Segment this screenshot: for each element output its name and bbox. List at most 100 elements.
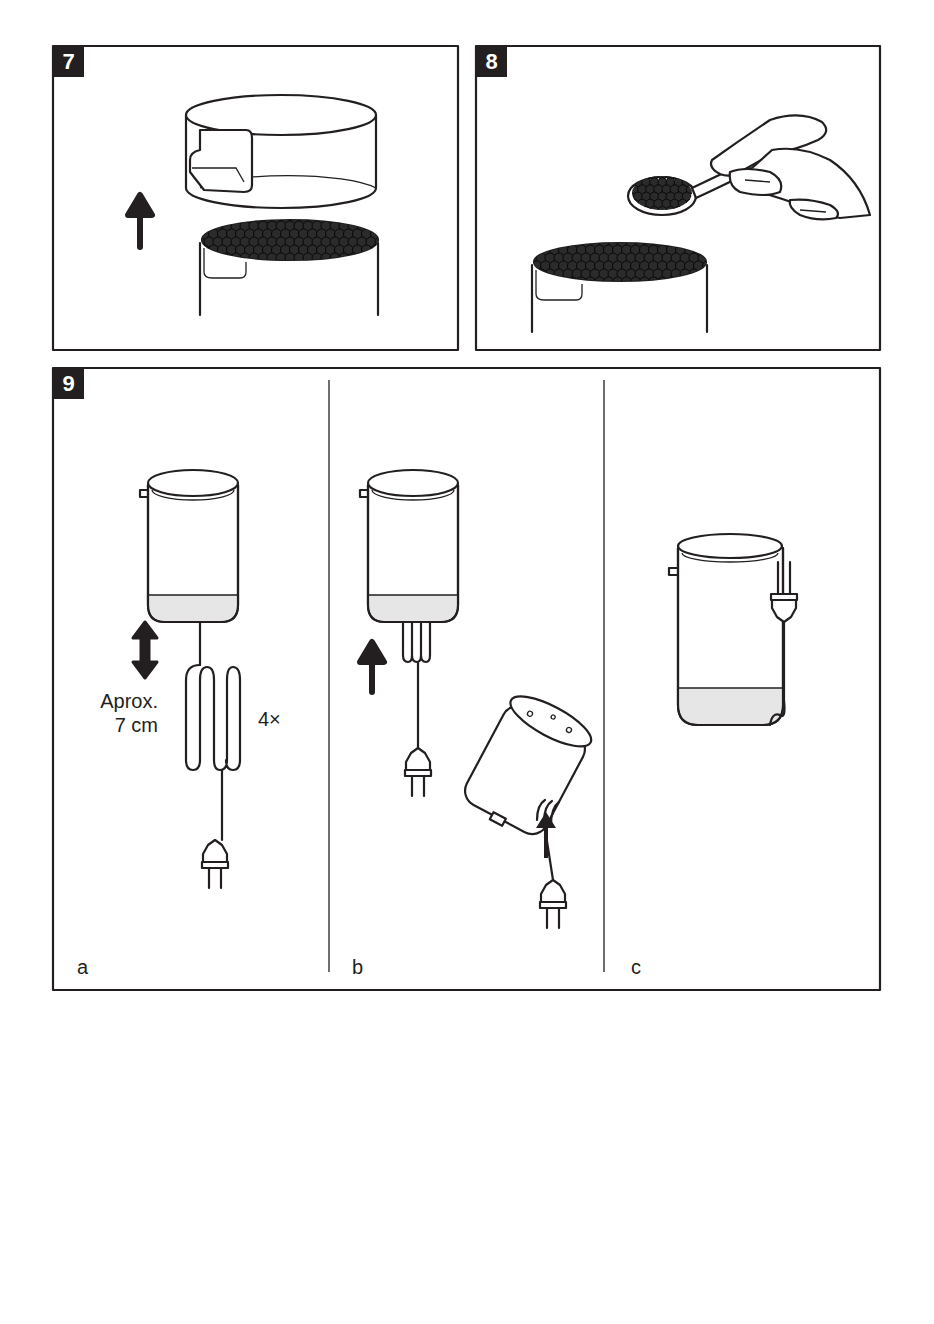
bean <box>685 277 695 287</box>
grinder-tilted <box>457 687 597 844</box>
container <box>523 237 713 332</box>
bean <box>680 269 690 279</box>
bean <box>541 277 551 287</box>
bean <box>626 207 635 216</box>
bean <box>631 277 641 287</box>
bean <box>545 269 555 279</box>
step-number-badge: 7 <box>53 46 84 77</box>
grinder <box>140 470 238 622</box>
bean <box>375 221 385 231</box>
bean <box>586 277 596 287</box>
cord <box>770 622 785 725</box>
bean <box>222 253 232 263</box>
bean <box>285 253 295 263</box>
hand <box>711 115 870 219</box>
bean <box>682 207 691 216</box>
bean <box>213 253 223 263</box>
step-number: 9 <box>62 371 74 397</box>
bean <box>195 237 205 247</box>
lid <box>186 95 376 208</box>
bean <box>667 277 677 287</box>
up-arrow <box>360 642 384 692</box>
step-number-badge: 9 <box>53 368 84 399</box>
bean <box>658 207 667 216</box>
bean <box>642 207 651 216</box>
bean <box>621 185 630 194</box>
bean <box>527 237 537 247</box>
bean <box>626 178 635 187</box>
bean <box>554 269 564 279</box>
bean <box>375 253 385 263</box>
bean <box>678 199 687 208</box>
step-number: 7 <box>62 49 74 75</box>
bean <box>303 253 313 263</box>
bean <box>689 269 699 279</box>
bean <box>200 213 210 223</box>
bean <box>545 237 555 247</box>
bean <box>626 192 635 201</box>
bean <box>674 171 683 180</box>
cord <box>537 800 559 880</box>
bean <box>676 277 686 287</box>
sub-figure-letter: c <box>631 955 641 979</box>
bean <box>339 253 349 263</box>
step-number-badge: 8 <box>476 46 507 77</box>
bean <box>191 229 201 239</box>
bean <box>204 221 214 231</box>
bean <box>348 253 358 263</box>
bean <box>674 207 683 216</box>
bean <box>227 213 237 223</box>
up-arrow <box>128 195 152 247</box>
cord <box>403 622 430 748</box>
panel <box>53 46 458 350</box>
bean <box>191 213 201 223</box>
bean <box>532 245 542 255</box>
bean <box>613 277 623 287</box>
bean <box>523 245 533 255</box>
bean <box>344 213 354 223</box>
divider <box>603 380 604 972</box>
bean <box>666 207 675 216</box>
bean <box>330 253 340 263</box>
bean <box>195 221 205 231</box>
bean <box>604 277 614 287</box>
grinder <box>669 534 783 725</box>
bean <box>536 269 546 279</box>
cord <box>186 622 240 840</box>
bean <box>294 253 304 263</box>
bean <box>209 213 219 223</box>
plug <box>771 562 797 622</box>
bean <box>357 253 367 263</box>
bean <box>258 253 268 263</box>
bean <box>682 171 691 180</box>
bean <box>550 277 560 287</box>
bean <box>680 237 690 247</box>
container <box>191 213 386 315</box>
bean <box>236 213 246 223</box>
bean <box>658 277 668 287</box>
panel <box>476 46 880 350</box>
repeat-count: 4× <box>258 707 281 731</box>
bean <box>689 237 699 247</box>
up-arrow <box>536 812 556 858</box>
bean <box>703 245 713 255</box>
bean <box>204 253 214 263</box>
bean <box>634 207 643 216</box>
bean <box>626 171 635 180</box>
double-arrow <box>133 622 157 678</box>
bean <box>640 277 650 287</box>
bean <box>703 277 713 287</box>
bean <box>371 245 381 255</box>
bean <box>231 253 241 263</box>
bean <box>671 237 681 247</box>
bean <box>563 237 573 247</box>
bean <box>536 237 546 247</box>
bean <box>245 213 255 223</box>
bean <box>362 245 372 255</box>
bean <box>554 237 564 247</box>
bean <box>532 261 542 271</box>
bean <box>209 245 219 255</box>
plug <box>405 748 431 796</box>
bean <box>240 253 250 263</box>
